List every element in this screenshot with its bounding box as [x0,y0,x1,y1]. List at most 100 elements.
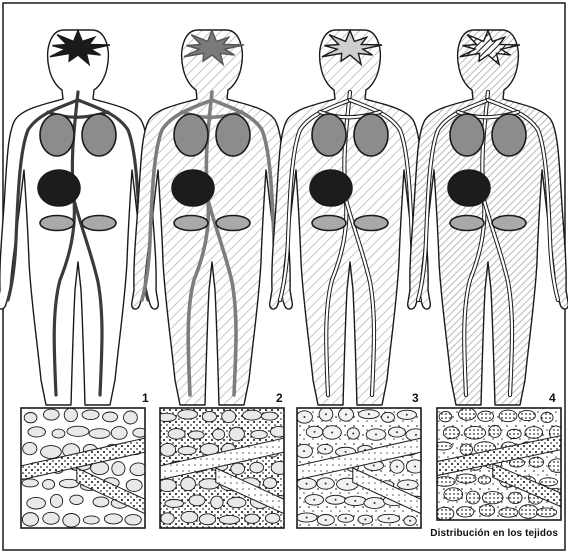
tissue-cell [67,426,89,436]
cell-dot [303,450,305,452]
kidney-left [174,216,208,231]
cell-dot [364,519,366,521]
tissue-cell [22,479,38,487]
tissue-cell [168,429,185,440]
cell-dot [396,466,398,468]
tissue-cell [227,497,245,507]
cell-dot [387,416,389,418]
cell-dot [375,434,377,436]
tissue-cell [70,495,83,505]
panel-number-3: 3 [412,392,419,404]
cell-dot [415,434,417,436]
cell-dot [373,465,375,467]
kidney-right [492,216,526,231]
tissue-cell [265,513,279,523]
tissue-cell [188,431,204,439]
tissue-cell [64,408,77,422]
liver [38,170,80,206]
tissue-cell [507,429,521,438]
tissue-cell [460,444,472,455]
tissue-cell [189,495,205,506]
tissue-cell [439,411,452,421]
cell-dot [335,499,337,501]
tissue-cell [222,410,236,422]
tissue-cell [436,507,454,520]
tissue-cell [211,496,223,508]
cell-dot [325,413,327,415]
cell-dot [314,431,316,433]
tissue-cell [63,513,80,527]
tissue-cell [124,411,138,424]
lung-left [174,114,208,156]
liver [310,170,352,206]
cell-dot [354,500,356,502]
tissue-cell [529,457,544,467]
lung-right [82,114,116,156]
lung-right [492,114,526,156]
tissue-cell [160,443,176,456]
cell-dot [331,431,333,433]
tissue-cell [478,476,491,484]
cell-dot [306,483,308,485]
tissue-square-4 [432,408,566,520]
tissue-cell [199,514,215,525]
tissue-cell [82,410,99,420]
cell-dot [303,416,305,418]
kidney-left [40,216,74,231]
tissue-cell [229,427,244,441]
tissue-cell [111,427,127,440]
tissue-cell [28,427,46,437]
tissue-cell [43,409,59,420]
tissue-cell [50,494,62,507]
tissue-cell [22,513,38,527]
cell-dot [388,518,390,520]
tissue-cell [261,412,278,420]
cell-dot [346,483,348,485]
cell-dot [345,413,347,415]
tissue-cell [52,429,65,438]
cell-dot [352,432,354,434]
liver [448,170,490,206]
tissue-cell [158,479,176,492]
kidney-left [312,216,346,231]
tissue-cell [41,446,62,459]
cell-dot [324,448,326,450]
tissue-cell [466,491,479,504]
tissue-cell [178,410,198,419]
tissue-cell [525,427,543,439]
tissue-cell [43,479,55,489]
tissue-cell [251,430,267,438]
tissue-cell [27,497,46,509]
cell-dot [409,520,411,522]
panel-number-1: 1 [142,392,149,404]
caption-text: Distribución en los tejidos [390,528,558,539]
tissue-cell [458,408,476,420]
tissue-cell [250,462,264,473]
tissue-cell [245,514,260,523]
tissue-cell [263,478,276,489]
panel-number-4: 4 [549,392,556,404]
tissue-cell [478,411,494,421]
tissue-cell [43,512,59,524]
tissue-cell [479,505,494,517]
tissue-cell [165,499,184,507]
cell-dot [306,516,308,518]
tissue-cell [519,505,538,519]
tissue-cell [518,410,535,420]
cell-dot [345,517,347,519]
lung-left [40,114,74,156]
tissue-cell [219,515,239,524]
tissue-cell [181,511,198,522]
tissue-cell [161,513,174,524]
lung-left [312,114,346,156]
kidney-right [82,216,116,231]
tissue-cell [125,515,142,525]
lung-right [216,114,250,156]
cell-dot [368,413,370,415]
tissue-cell [89,429,110,439]
cell-dot [325,483,327,485]
tissue-cell [59,479,78,488]
tissue-cell [112,462,125,476]
tissue-cell [93,497,109,507]
